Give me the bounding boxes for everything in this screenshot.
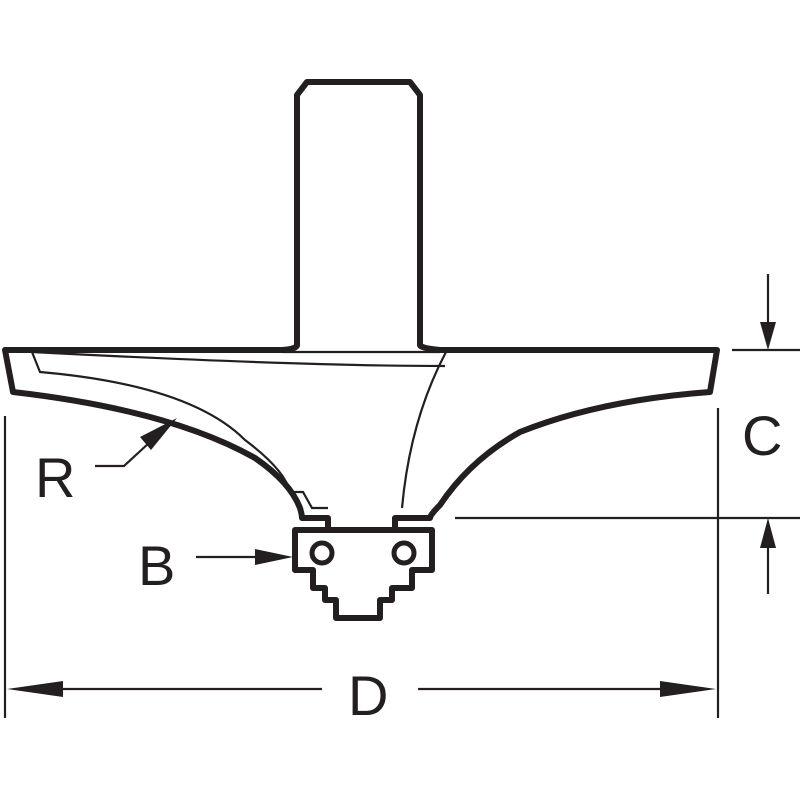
cutter-flute-line <box>400 351 447 509</box>
c-bottom-arrowhead <box>760 518 776 548</box>
label-d: D <box>348 664 388 727</box>
c-top-arrowhead <box>760 322 776 350</box>
cutter-inner-profile <box>30 351 328 510</box>
bearing-left-hole <box>309 540 335 566</box>
bearing <box>292 527 435 621</box>
label-r: R <box>35 446 75 509</box>
shank <box>294 79 443 353</box>
b-leader-arrowhead <box>255 549 293 565</box>
bearing-right-hole <box>391 540 417 566</box>
cutter-inner-edge <box>31 350 446 368</box>
d-left-arrowhead <box>7 681 63 697</box>
d-right-arrowhead <box>660 681 716 697</box>
r-leader-arrowhead <box>140 418 177 450</box>
cutter-body-outline <box>2 347 720 533</box>
r-leader-line <box>95 441 151 468</box>
label-b: B <box>138 534 175 597</box>
label-c: C <box>742 404 782 467</box>
